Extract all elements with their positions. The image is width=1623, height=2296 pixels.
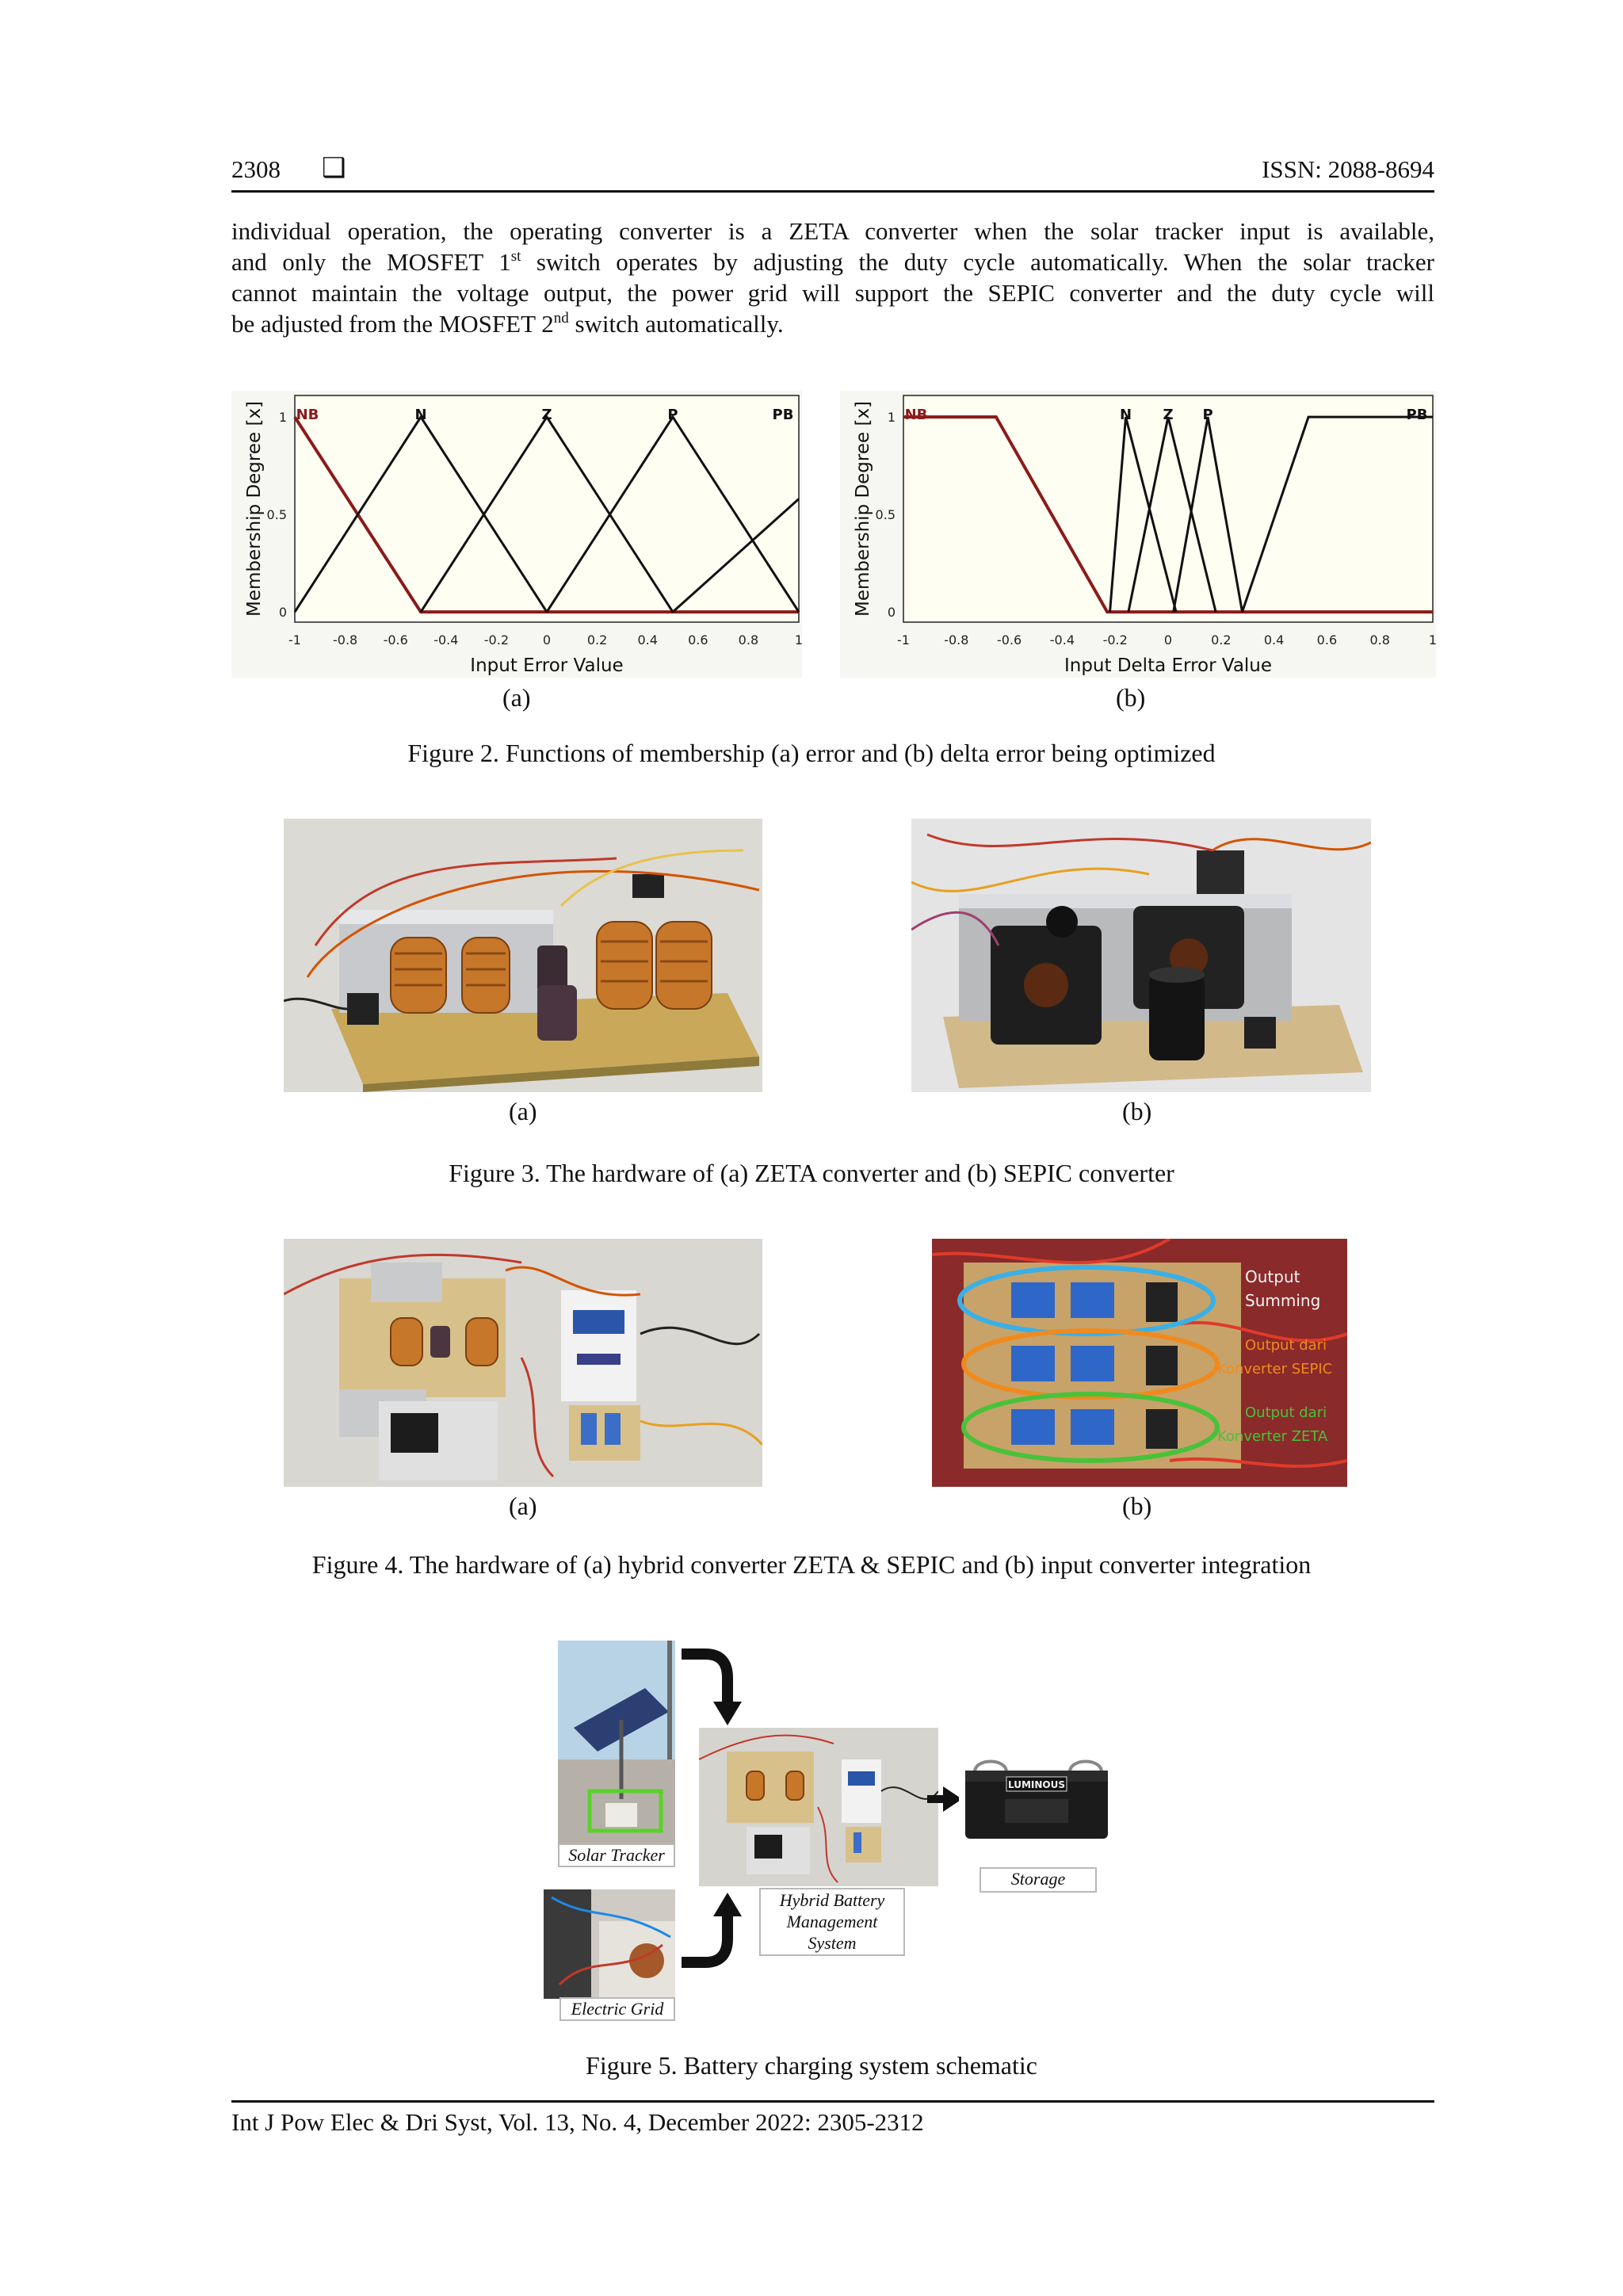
x-tick-label: 0.2 <box>587 632 607 648</box>
integration-label: Summing <box>1245 1291 1320 1310</box>
hybrid-bms-label: Hybrid Battery Management System <box>759 1888 905 1956</box>
x-tick-label: 0.8 <box>739 632 758 648</box>
series-label: PB <box>1407 407 1428 423</box>
x-tick-label: -0.2 <box>484 632 509 648</box>
battery-brand: LUMINOUS <box>1008 1779 1065 1790</box>
electric-grid-photo <box>544 1889 675 1999</box>
figure2-sublabel-b: (b) <box>1116 683 1146 712</box>
figure3-sublabel-b: (b) <box>1122 1097 1152 1125</box>
integration-label: Konverter ZETA <box>1217 1428 1328 1445</box>
series-label: N <box>1120 407 1132 423</box>
y-tick-label: 0.5 <box>267 507 287 522</box>
plot-area <box>294 395 800 623</box>
figure3-caption: Figure 3. The hardware of (a) ZETA conve… <box>449 1159 1174 1187</box>
series-label: N <box>414 407 426 423</box>
figure5-caption: Figure 5. Battery charging system schema… <box>586 2051 1037 2080</box>
series-label: PB <box>773 407 794 423</box>
figure3-sublabel-a: (a) <box>509 1097 537 1125</box>
membership-chart-delta-error: -1 -0.8 -0.6 -0.4 -0.2 0 0.2 0.4 0.6 0.8 1 0 0.5 1Inp… <box>840 391 1436 678</box>
y-tick-label: 0 <box>888 605 896 620</box>
storage-label: Storage <box>980 1867 1097 1893</box>
figure2-caption: Figure 2. Functions of membership (a) er… <box>407 739 1216 767</box>
membership-line-pb <box>671 498 800 613</box>
x-tick-label: -0.6 <box>384 632 408 648</box>
figure4-sublabel-a: (a) <box>509 1492 537 1520</box>
figure4-caption: Figure 4. The hardware of (a) hybrid con… <box>311 1550 1312 1579</box>
series-label: P <box>1202 407 1212 423</box>
x-tick-label: 0.4 <box>1264 632 1284 648</box>
x-tick-label: 1 <box>795 632 802 648</box>
membership-chart-error: -1 -0.8 -0.6 -0.4 -0.2 0 0.2 0.4 0.6 0.8 1 0 0.5 1Inp… <box>231 391 802 678</box>
figure4-sublabel-b: (b) <box>1122 1492 1152 1520</box>
x-tick-label: 0 <box>1164 632 1172 648</box>
membership-line-p <box>545 415 800 613</box>
integration-label: Output <box>1245 1267 1300 1286</box>
series-label: Z <box>1163 407 1173 423</box>
y-tick-label: 0.5 <box>876 507 896 522</box>
sepic-converter-photo <box>911 819 1371 1092</box>
series-label: NB <box>296 407 319 423</box>
body-paragraph: individual operation, the operating conv… <box>231 216 1434 339</box>
x-tick-label: -0.6 <box>997 632 1022 648</box>
membership-line-p <box>1172 416 1243 613</box>
integration-label: Output dari <box>1245 1404 1327 1421</box>
page-number: 2308 <box>231 155 281 183</box>
hybrid-converter-photo <box>284 1239 762 1487</box>
arrow-right-icon <box>927 1786 962 1812</box>
series-label: P <box>667 407 678 423</box>
issn-label: ISSN: 2088-8694 <box>1262 155 1434 183</box>
paragraph-line: be adjusted from the MOSFET 2nd switch a… <box>231 310 784 338</box>
series-label: Z <box>541 407 552 423</box>
x-tick-label: -0.8 <box>333 632 357 648</box>
square-bullet-icon: ❑ <box>322 152 346 184</box>
membership-line-z <box>1127 416 1217 613</box>
membership-line-nb <box>903 415 1433 614</box>
paragraph-line: cannot maintain the voltage output, the … <box>231 279 1434 307</box>
x-tick-label: 0.6 <box>1317 632 1337 648</box>
header-rule <box>231 190 1434 193</box>
x-tick-label: 0.4 <box>637 632 657 648</box>
x-tick-label: 0.6 <box>688 632 708 648</box>
electric-grid-label: Electric Grid <box>559 1997 675 2021</box>
x-axis-label: Input Error Value <box>470 655 623 676</box>
x-tick-label: 0.2 <box>1211 632 1231 648</box>
x-tick-label: 1 <box>1429 632 1436 648</box>
membership-line-pb <box>1241 415 1433 613</box>
curved-arrow-down-icon <box>682 1648 742 1725</box>
integration-label: Konverter SEPIC <box>1217 1361 1332 1377</box>
footer-rule <box>231 2100 1434 2103</box>
input-integration-photo: Output Summing Output dari Konverter SEP… <box>932 1239 1347 1487</box>
x-tick-label: -1 <box>288 632 301 648</box>
series-label: NB <box>905 407 928 423</box>
x-tick-label: -0.4 <box>1050 632 1075 648</box>
footer-citation: Int J Pow Elec & Dri Syst, Vol. 13, No. … <box>231 2108 924 2136</box>
storage-battery-photo: LUMINOUS <box>959 1752 1114 1850</box>
paragraph-line: and only the MOSFET 1st switch operates … <box>231 248 1434 276</box>
y-axis-label: Membership Degree [x] <box>244 401 265 617</box>
x-axis-label: Input Delta Error Value <box>1064 655 1272 676</box>
curved-arrow-up-icon <box>682 1893 742 1968</box>
membership-line-z <box>419 415 674 613</box>
y-tick-label: 1 <box>279 410 287 425</box>
hybrid-bms-photo <box>699 1728 938 1886</box>
y-tick-label: 0 <box>279 605 287 620</box>
membership-line-n <box>293 415 548 613</box>
plot-area <box>903 395 1434 623</box>
x-tick-label: -0.8 <box>944 632 968 648</box>
x-tick-label: 0 <box>543 632 551 648</box>
x-tick-label: -1 <box>897 632 910 648</box>
x-tick-label: 0.8 <box>1369 632 1389 648</box>
x-tick-label: -0.2 <box>1103 632 1128 648</box>
paragraph-line: individual operation, the operating conv… <box>231 217 1434 245</box>
y-axis-label: Membership Degree [x] <box>853 401 873 617</box>
x-tick-label: -0.4 <box>433 632 458 648</box>
membership-line-n <box>1109 416 1178 613</box>
y-tick-label: 1 <box>888 410 896 425</box>
integration-label: Output dari <box>1245 1337 1327 1354</box>
solar-tracker-photo <box>558 1641 675 1853</box>
figure2-sublabel-a: (a) <box>502 683 531 712</box>
zeta-converter-photo <box>284 819 762 1092</box>
solar-tracker-label: Solar Tracker <box>558 1843 675 1867</box>
